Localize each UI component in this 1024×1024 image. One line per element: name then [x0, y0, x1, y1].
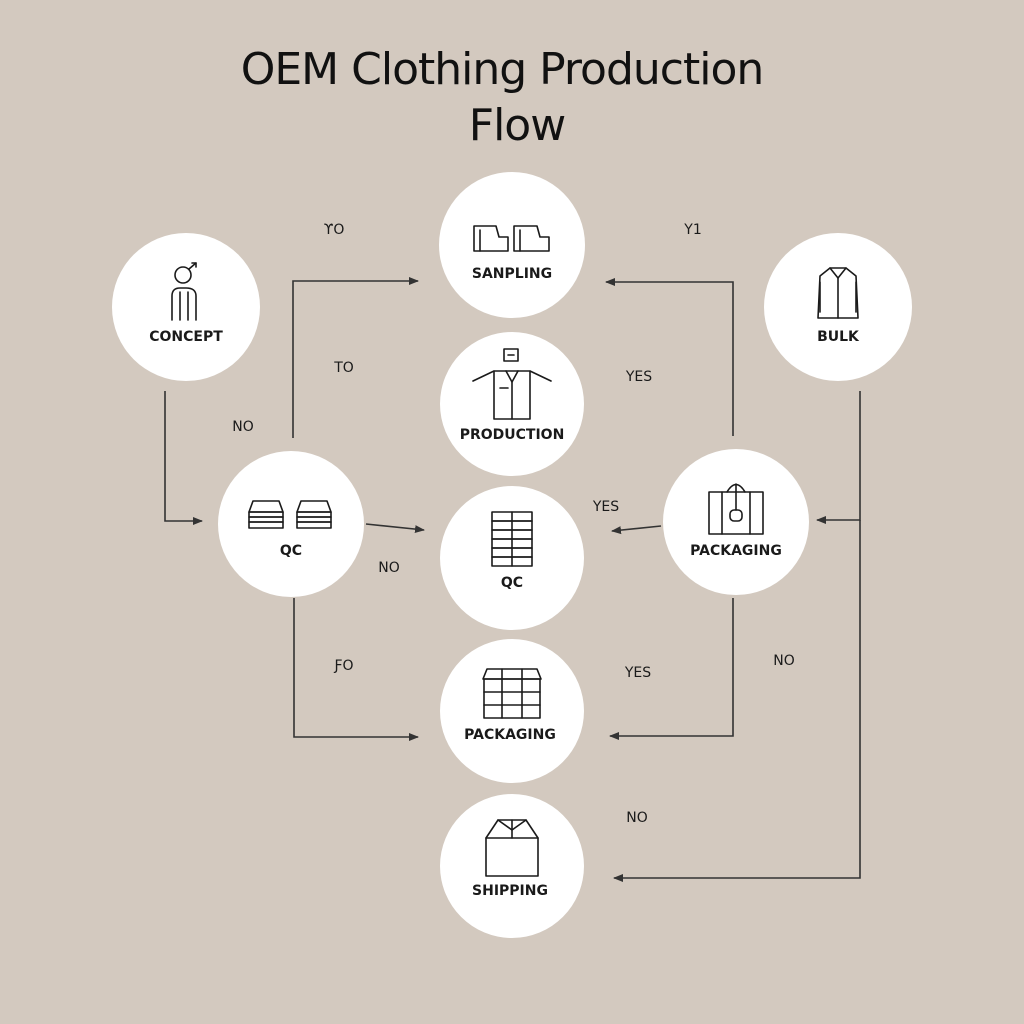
edge-concept-to-qc [164, 391, 203, 525]
edge-labels: ϒO Y1 TO YES NO YES NO ƑO YES NO NO [232, 222, 795, 826]
box-icon [485, 819, 539, 877]
node-shipping: SHIPPING [440, 794, 584, 938]
node-production: PRODUCTION [440, 332, 584, 476]
edge-label: Y1 [683, 222, 701, 238]
title-line-1: OEM Clothing Production [241, 44, 764, 95]
shirt-icon [817, 267, 859, 319]
garment-bag-icon [708, 483, 764, 535]
edge-label: TO [333, 360, 354, 376]
edge-qc-to-packaging-center [293, 598, 419, 741]
node-qc-left: QC [218, 451, 364, 597]
folded-stacks-icon [248, 500, 332, 529]
person-concept-icon [171, 262, 197, 321]
edge-packaging-to-sampling [605, 278, 734, 436]
edge-bulk-to-shipping [613, 520, 861, 882]
edge-label: NO [626, 810, 648, 826]
node-concept: CONCEPT [112, 233, 260, 381]
edge-label: NO [773, 653, 795, 669]
edge-packaging-to-packaging-center [609, 598, 734, 740]
edges [164, 277, 861, 882]
node-label: QC [280, 543, 302, 559]
edge-label: NO [378, 560, 400, 576]
edge-label: ϒO [324, 222, 345, 238]
stacked-garments-icon [491, 511, 533, 567]
edge-label: YES [592, 499, 619, 515]
node-label: PACKAGING [464, 727, 556, 743]
node-label: SHIPPING [472, 883, 548, 899]
node-label: CONCEPT [149, 329, 223, 345]
edge-label: YES [625, 369, 652, 385]
edge-label: ƑO [333, 658, 353, 674]
node-sampling: SANPLING [439, 172, 585, 318]
node-label: SANPLING [472, 266, 552, 282]
edge-qc-to-sampling [292, 277, 419, 438]
node-label: BULK [817, 329, 860, 345]
edge-packaging-to-qc-center [611, 525, 662, 535]
edge-qc-to-qc-center [365, 523, 425, 534]
node-label: PRODUCTION [460, 427, 565, 443]
node-bulk: BULK [764, 233, 912, 381]
sample-fabric-icon [473, 225, 550, 252]
node-packaging-center: PACKAGING [440, 639, 584, 783]
edge-label: YES [624, 665, 651, 681]
edge-label: NO [232, 419, 254, 435]
worker-production-icon [472, 348, 552, 420]
node-qc-center: QC [440, 486, 584, 630]
cartons-icon [482, 668, 542, 719]
title-line-2: Flow [469, 100, 565, 151]
node-packaging-right: PACKAGING [663, 449, 809, 595]
node-label: QC [501, 575, 523, 591]
edge-bulk-to-packaging [816, 391, 861, 524]
node-label: PACKAGING [690, 543, 782, 559]
